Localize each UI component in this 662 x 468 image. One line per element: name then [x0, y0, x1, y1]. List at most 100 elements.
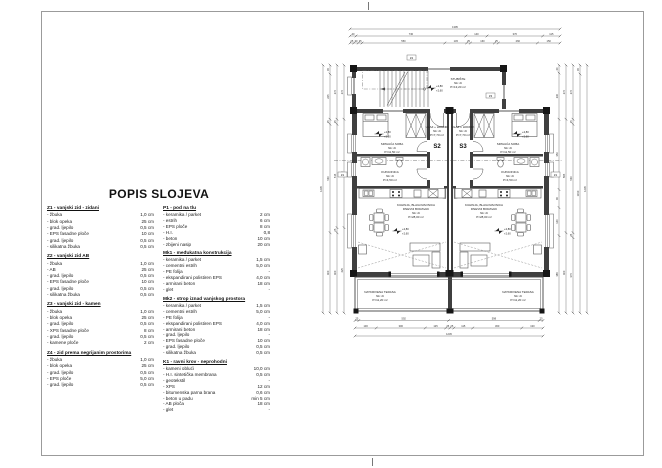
- svg-text:KUPAONICA: KUPAONICA: [501, 170, 518, 174]
- svg-text:730: 730: [409, 32, 414, 36]
- staircase: [362, 70, 429, 107]
- svg-text:DNEVNI BORAVAK: DNEVNI BORAVAK: [403, 207, 429, 211]
- svg-text:130: 130: [363, 324, 368, 328]
- svg-text:Z2: Z2: [410, 56, 414, 60]
- svg-text:P=11,20 m²: P=11,20 m²: [372, 298, 387, 302]
- svg-text:Nk: 2t: Nk: 2t: [433, 129, 441, 133]
- wall-tag: Z3: [485, 92, 496, 99]
- svg-text:+2,60: +2,60: [436, 88, 443, 92]
- svg-text:45: 45: [326, 68, 330, 71]
- svg-text:300: 300: [399, 324, 404, 328]
- bathroom-fixtures: [496, 157, 540, 168]
- svg-text:270: 270: [340, 89, 344, 94]
- svg-text:P=7,70 m²: P=7,70 m²: [430, 133, 444, 137]
- layer-section-header: Mk2 - strop iznad vanjskog prostora: [163, 296, 246, 302]
- svg-text:30: 30: [355, 39, 358, 43]
- svg-text:565: 565: [562, 173, 566, 178]
- svg-text:115: 115: [549, 32, 554, 36]
- svg-text:145: 145: [454, 39, 459, 43]
- svg-text:598: 598: [492, 317, 497, 321]
- wall-tag: Z1: [337, 171, 348, 178]
- svg-text:40: 40: [352, 32, 355, 36]
- svg-text:1235: 1235: [583, 186, 587, 192]
- layer-section: Z4 - zid prema negrijanim prostorima- žb…: [47, 351, 154, 389]
- dim-row: 1235: [319, 63, 325, 315]
- layer-row: - PE folija-: [163, 269, 270, 275]
- svg-text:260: 260: [516, 39, 521, 43]
- layer-section-header: K1 - ravni krov - neprohodni: [163, 360, 227, 366]
- dim-row: 270540425: [340, 63, 346, 315]
- layer-row: - PE folija-: [163, 314, 270, 320]
- svg-text:25: 25: [540, 317, 543, 321]
- svg-text:+2,60: +2,60: [504, 231, 511, 235]
- svg-text:25: 25: [359, 39, 362, 43]
- layer-row: - H.I.0,8: [163, 229, 270, 235]
- svg-text:25: 25: [467, 39, 470, 43]
- svg-text:ULAZ + HODNIK: ULAZ + HODNIK: [426, 125, 449, 129]
- svg-text:375: 375: [569, 273, 573, 278]
- svg-text:25: 25: [569, 233, 573, 236]
- svg-text:KUHINJA, BLAGOVAONICA: KUHINJA, BLAGOVAONICA: [397, 203, 435, 207]
- svg-text:NATKRIVENA TERASA: NATKRIVENA TERASA: [502, 290, 534, 294]
- svg-text:1235: 1235: [319, 186, 323, 192]
- layer-section: Mk1 - međukatna konstrukcija- keramika /…: [163, 251, 270, 292]
- svg-text:130: 130: [530, 324, 535, 328]
- furniture: [357, 113, 543, 269]
- layer-section-header: Z4 - zid prema negrijanim prostorima: [47, 350, 132, 356]
- svg-text:Nk: 2t: Nk: 2t: [504, 146, 512, 150]
- svg-text:25: 25: [333, 228, 337, 231]
- bathroom-fixtures: [360, 157, 404, 168]
- kitchen-counter: [454, 188, 542, 199]
- svg-text:370: 370: [513, 32, 518, 36]
- svg-text:515: 515: [333, 173, 337, 178]
- columns: [350, 65, 550, 277]
- svg-text:Nk: 2t: Nk: 2t: [514, 294, 522, 298]
- svg-text:P=11,50 m²: P=11,50 m²: [500, 150, 515, 154]
- svg-text:1395: 1395: [452, 25, 458, 29]
- svg-text:STUBIŠTE: STUBIŠTE: [451, 76, 466, 81]
- svg-text:+2,60: +2,60: [402, 231, 409, 235]
- svg-text:400: 400: [562, 270, 566, 275]
- svg-text:25: 25: [450, 324, 453, 328]
- bed-symbol: [362, 113, 389, 137]
- registration-tick-bottom: [372, 458, 373, 466]
- svg-text:Nk: 2t: Nk: 2t: [412, 211, 420, 215]
- svg-text:25: 25: [569, 120, 573, 123]
- svg-text:1190: 1190: [576, 190, 580, 196]
- svg-text:KUPAONICA: KUPAONICA: [381, 170, 398, 174]
- svg-text:1245: 1245: [446, 332, 452, 336]
- layer-section-header: Z2 - vanjski zid AB: [47, 254, 90, 260]
- svg-text:Nk: 2t: Nk: 2t: [386, 174, 394, 178]
- svg-text:P=7,70 m²: P=7,70 m²: [456, 133, 470, 137]
- svg-text:160: 160: [480, 39, 485, 43]
- layer-section: Mk2 - strop iznad vanjskog prostora- ker…: [163, 297, 270, 356]
- svg-text:140: 140: [555, 219, 559, 224]
